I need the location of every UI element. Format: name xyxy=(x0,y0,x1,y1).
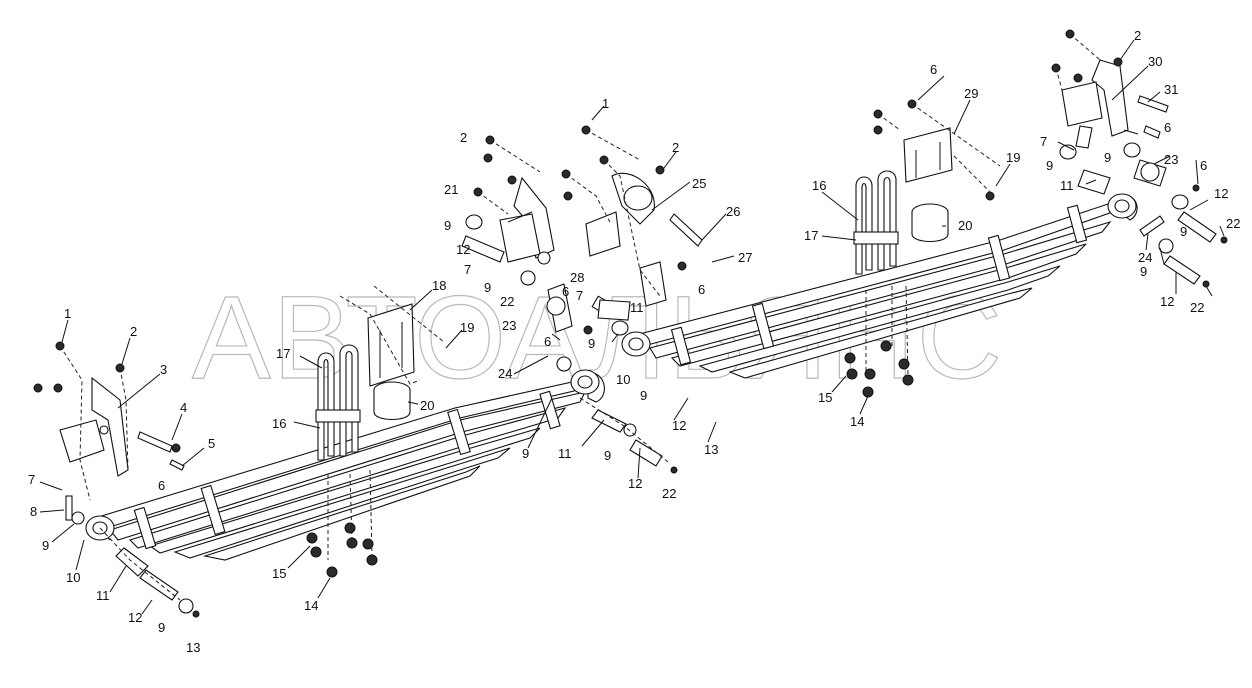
callout-26: 26 xyxy=(726,204,740,219)
callout-9i: 9 xyxy=(1046,158,1053,173)
callout-1: 1 xyxy=(64,306,71,321)
callout-20b: 20 xyxy=(958,218,972,233)
callout-9: 9 xyxy=(42,538,49,553)
callout-17b: 17 xyxy=(804,228,818,243)
front-rear-shackle-parts xyxy=(546,283,678,474)
callout-6: 6 xyxy=(158,478,165,493)
callout-6b: 6 xyxy=(544,334,551,349)
callout-23b: 23 xyxy=(1164,152,1178,167)
callout-29: 29 xyxy=(964,86,978,101)
callout-11: 11 xyxy=(96,588,110,603)
front-hanger-bracket xyxy=(33,341,185,477)
callout-18: 18 xyxy=(432,278,446,293)
callout-5: 5 xyxy=(208,436,215,451)
callout-28: 28 xyxy=(570,270,584,285)
callout-8: 8 xyxy=(30,504,37,519)
callout-12b: 12 xyxy=(456,242,470,257)
callout-15b: 15 xyxy=(818,390,832,405)
callout-23: 23 xyxy=(502,318,516,333)
callout-13: 13 xyxy=(186,640,200,655)
callout-6c: 6 xyxy=(562,284,569,299)
callout-9d: 9 xyxy=(484,280,491,295)
callout-11c: 11 xyxy=(558,446,572,461)
callout-12d: 12 xyxy=(628,476,642,491)
callout-12c: 12 xyxy=(672,418,686,433)
callout-24: 24 xyxy=(498,366,512,381)
u-bolt-rear xyxy=(853,170,899,275)
callout-12e: 12 xyxy=(1214,186,1228,201)
callout-7c: 7 xyxy=(576,288,583,303)
callout-9c: 9 xyxy=(444,218,451,233)
leaf-spring-front xyxy=(85,369,605,561)
callout-6e: 6 xyxy=(930,62,937,77)
callout-25: 25 xyxy=(692,176,706,191)
callout-14: 14 xyxy=(304,598,318,613)
spring-pad-rear xyxy=(903,127,953,183)
callout-6g: 6 xyxy=(1200,158,1207,173)
callout-19b: 19 xyxy=(1006,150,1020,165)
nuts-front xyxy=(306,522,378,578)
front-eye-parts xyxy=(65,495,200,618)
callout-16b: 16 xyxy=(812,178,826,193)
callout-2c: 2 xyxy=(672,140,679,155)
callout-2d: 2 xyxy=(1134,28,1141,43)
callout-10b: 10 xyxy=(616,372,630,387)
callout-2: 2 xyxy=(130,324,137,339)
callout-22d: 22 xyxy=(1190,300,1204,315)
callout-11d: 11 xyxy=(1060,178,1074,193)
callout-6f: 6 xyxy=(1164,120,1171,135)
callout-16: 16 xyxy=(272,416,286,431)
callout-9b: 9 xyxy=(158,620,165,635)
rear-hanger-assembly xyxy=(1051,29,1228,288)
callout-9k: 9 xyxy=(1180,224,1187,239)
bump-stop-rear xyxy=(911,203,949,243)
leader-lines xyxy=(39,39,1225,615)
callout-22b: 22 xyxy=(662,486,676,501)
callout-7d: 7 xyxy=(1040,134,1047,149)
callout-30: 30 xyxy=(1148,54,1162,69)
callout-12: 12 xyxy=(128,610,142,625)
callout-22: 22 xyxy=(500,294,514,309)
callout-14b: 14 xyxy=(850,414,864,429)
callout-22c: 22 xyxy=(1226,216,1240,231)
callout-27: 27 xyxy=(738,250,752,265)
callout-6d: 6 xyxy=(698,282,705,297)
u-bolt-front xyxy=(315,344,361,461)
callout-labels: 1 2 3 4 5 6 7 8 9 10 11 12 9 13 15 14 16… xyxy=(28,28,1240,655)
callout-9e: 9 xyxy=(588,336,595,351)
callout-21: 21 xyxy=(444,182,458,197)
callout-9j: 9 xyxy=(1104,150,1111,165)
callout-7: 7 xyxy=(28,472,35,487)
callout-9h: 9 xyxy=(604,448,611,463)
callout-3: 3 xyxy=(160,362,167,377)
callout-19: 19 xyxy=(460,320,474,335)
callout-9f: 9 xyxy=(640,388,647,403)
callout-10: 10 xyxy=(66,570,80,585)
callout-12f: 12 xyxy=(1160,294,1174,309)
callout-20: 20 xyxy=(420,398,434,413)
callout-24b: 24 xyxy=(1138,250,1152,265)
callout-4: 4 xyxy=(180,400,187,415)
callout-15: 15 xyxy=(272,566,286,581)
callout-9g: 9 xyxy=(522,446,529,461)
callout-17: 17 xyxy=(276,346,290,361)
callout-9l: 9 xyxy=(1140,264,1147,279)
spring-pad-front xyxy=(367,303,415,387)
leaf-spring-rear xyxy=(621,193,1138,379)
callout-1b: 1 xyxy=(602,96,609,111)
bump-stop-front xyxy=(373,381,411,421)
assembly-lines xyxy=(59,33,1101,601)
callout-31: 31 xyxy=(1164,82,1178,97)
callout-11b: 11 xyxy=(630,300,644,315)
callout-2b: 2 xyxy=(460,130,467,145)
callout-13b: 13 xyxy=(704,442,718,457)
callout-7b: 7 xyxy=(464,262,471,277)
